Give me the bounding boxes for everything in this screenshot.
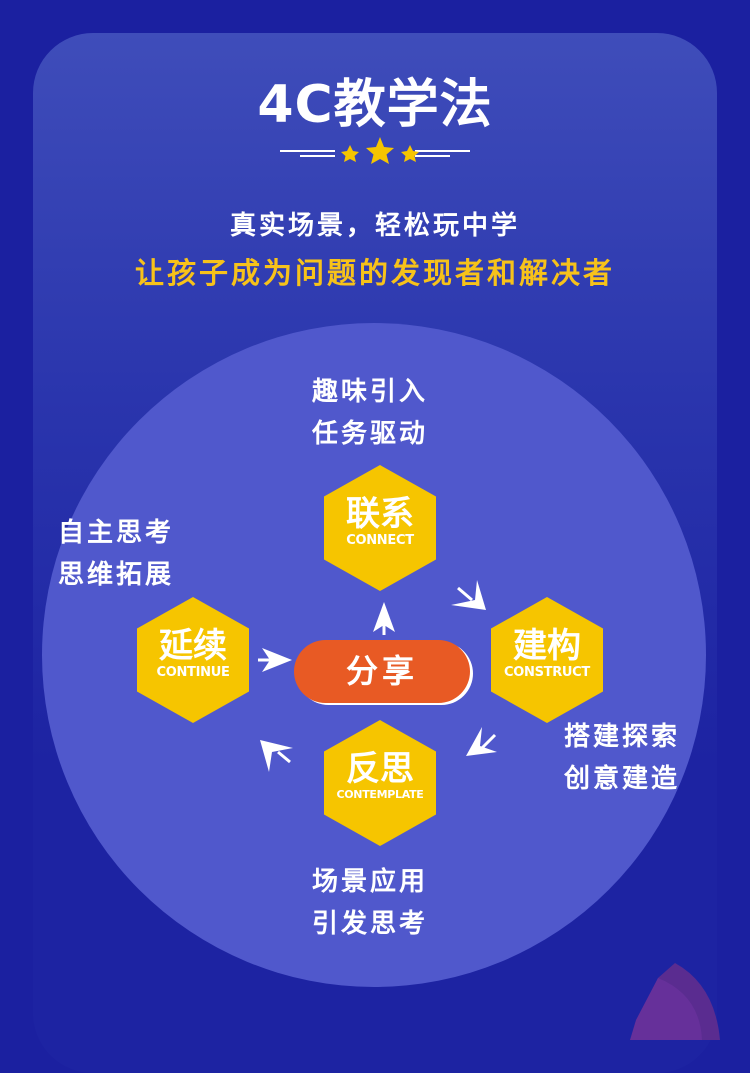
tagline: 让孩子成为问题的发现者和解决者 xyxy=(134,256,615,290)
star-icon xyxy=(366,137,394,164)
stars-divider xyxy=(280,137,470,164)
step-subtitle: CONTINUE xyxy=(156,665,230,680)
step-subtitle: CONNECT xyxy=(346,533,414,548)
step-subtitle: CONSTRUCT xyxy=(504,665,590,680)
step-title: 反思 xyxy=(346,749,414,789)
step-subtitle: CONTEMPLATE xyxy=(336,788,424,801)
connect-description: 趣味引入任务驱动 xyxy=(312,371,428,455)
arrows xyxy=(258,580,497,772)
center-share: 分享 xyxy=(294,640,470,703)
desc-line: 场景应用 xyxy=(312,867,429,897)
star-icon xyxy=(341,145,359,162)
page-title: 4C教学法 xyxy=(257,75,493,135)
desc-line: 引发思考 xyxy=(312,909,429,939)
subtitle: 真实场景，轻松玩中学 xyxy=(229,211,520,241)
arrow-right-icon xyxy=(258,648,292,672)
desc-line: 趣味引入 xyxy=(312,377,429,407)
desc-line: 任务驱动 xyxy=(312,419,429,449)
step-title: 建构 xyxy=(513,626,581,666)
decorative-shape xyxy=(630,963,720,1040)
desc-line: 思维拓展 xyxy=(58,560,175,590)
arrow-up-icon xyxy=(373,602,395,635)
step-title: 延续 xyxy=(159,626,227,666)
arrow-diag-icon xyxy=(260,740,293,772)
desc-line: 自主思考 xyxy=(58,518,175,548)
contemplate-description: 场景应用引发思考 xyxy=(312,861,428,945)
continue-description: 自主思考思维拓展 xyxy=(58,512,174,596)
star-icon xyxy=(401,145,419,162)
construct-description: 搭建探索创意建造 xyxy=(564,716,680,800)
step-title: 联系 xyxy=(346,494,414,534)
desc-line: 搭建探索 xyxy=(564,722,681,752)
arrow-diag-icon xyxy=(466,727,497,756)
desc-line: 创意建造 xyxy=(564,764,681,794)
arrow-diag-icon xyxy=(451,580,486,610)
